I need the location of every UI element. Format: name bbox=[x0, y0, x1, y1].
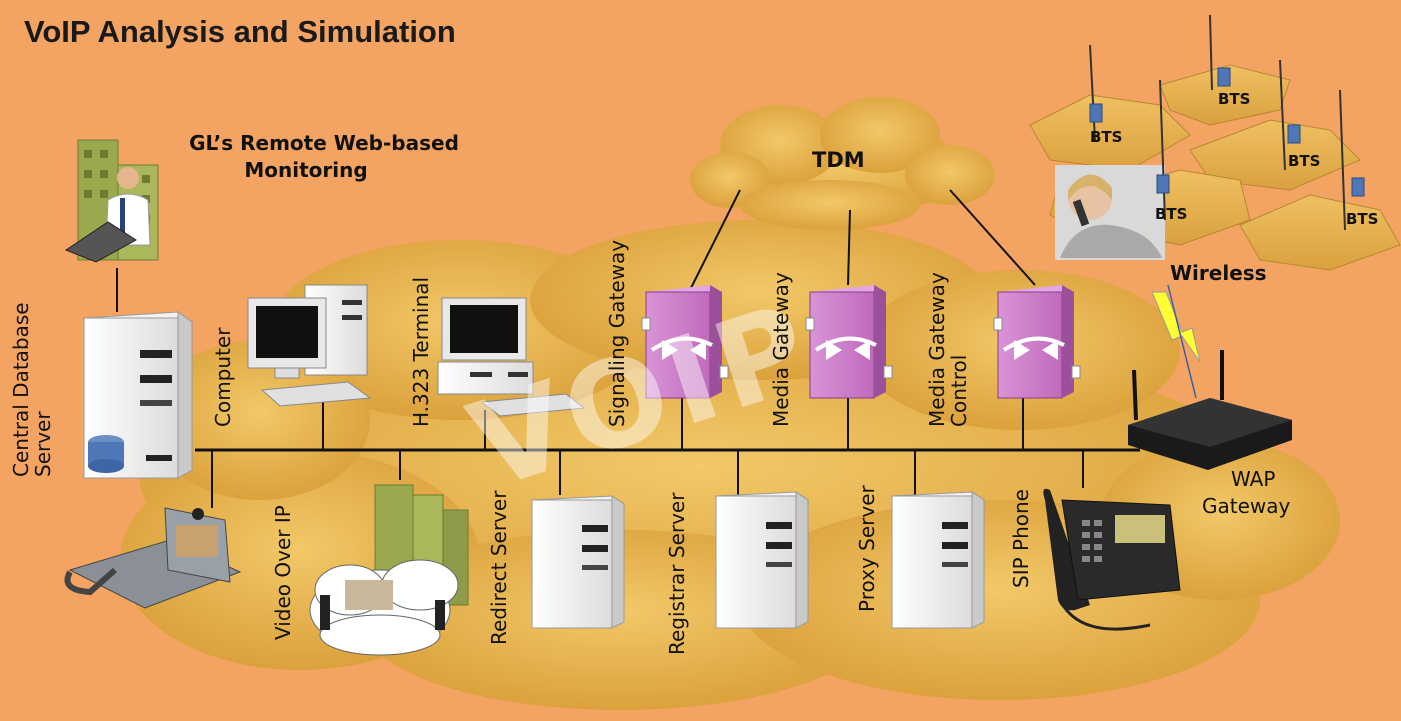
bts-label-4: BTS bbox=[1155, 205, 1188, 223]
mgc-label-line1: Media Gateway bbox=[925, 272, 949, 427]
video-over-ip-icon bbox=[309, 484, 469, 656]
central-db-label: Central Database Server bbox=[9, 302, 55, 477]
monitoring-icon bbox=[64, 139, 159, 263]
sip-phone-icon bbox=[1043, 488, 1181, 631]
video-phone-icon bbox=[64, 507, 242, 609]
bus-drops bbox=[116, 268, 1084, 508]
media-gateway-control-icon bbox=[993, 285, 1081, 399]
registrar-server-icon bbox=[714, 491, 810, 629]
mgc-label-line2: Control bbox=[947, 354, 971, 427]
bts-label-1: BTS bbox=[1090, 128, 1123, 146]
proxy-server-icon bbox=[890, 491, 986, 629]
wap-gateway-icon bbox=[1128, 350, 1292, 470]
bts-label-5: BTS bbox=[1346, 210, 1379, 228]
wap-label-line1: WAP bbox=[1230, 467, 1276, 491]
bts-boxes bbox=[1089, 67, 1365, 197]
redirect-server-label: Redirect Server bbox=[487, 490, 511, 645]
central-db-label-line2: Server bbox=[31, 411, 55, 477]
bts-label-3: BTS bbox=[1288, 152, 1321, 170]
media-gateway-control-label: Media Gateway Control bbox=[925, 272, 971, 427]
redirect-server-icon bbox=[530, 495, 626, 629]
bts-towers bbox=[1089, 14, 1346, 231]
h323-terminal-label: H.323 Terminal bbox=[409, 276, 433, 427]
tdm-cloud bbox=[690, 97, 995, 230]
wireless-label: Wireless bbox=[1170, 261, 1267, 285]
signaling-gateway-icon bbox=[641, 285, 729, 399]
tdm-label: TDM bbox=[812, 148, 865, 172]
monitoring-label-line2: Monitoring bbox=[244, 158, 368, 182]
wap-gateway-label: WAP Gateway bbox=[1202, 467, 1290, 518]
tdm-links bbox=[689, 189, 1036, 291]
monitoring-label-line1: GL’s Remote Web-based bbox=[189, 131, 459, 155]
wireless-link-bolt bbox=[1151, 291, 1201, 363]
media-gateway-label: Media Gateway bbox=[769, 272, 793, 427]
h323-terminal-icon bbox=[437, 297, 586, 417]
media-gateway-icon bbox=[805, 285, 893, 399]
mobile-user-icon bbox=[1055, 165, 1165, 260]
wap-label-line2: Gateway bbox=[1202, 494, 1291, 518]
central-db-label-line1: Central Database bbox=[9, 302, 33, 477]
page-title: VoIP Analysis and Simulation bbox=[24, 14, 456, 49]
sip-phone-label: SIP Phone bbox=[1009, 489, 1033, 588]
registrar-server-label: Registrar Server bbox=[665, 492, 689, 655]
central-db-server-icon bbox=[82, 311, 194, 479]
computer-label: Computer bbox=[211, 327, 235, 427]
bts-label-2: BTS bbox=[1218, 90, 1251, 108]
monitoring-label: GL’s Remote Web-based Monitoring bbox=[174, 132, 474, 182]
signaling-gateway-label: Signaling Gateway bbox=[605, 239, 629, 427]
computer-icon bbox=[247, 284, 372, 407]
video-over-ip-label: Video Over IP bbox=[271, 505, 295, 640]
proxy-server-label: Proxy Server bbox=[855, 485, 879, 612]
